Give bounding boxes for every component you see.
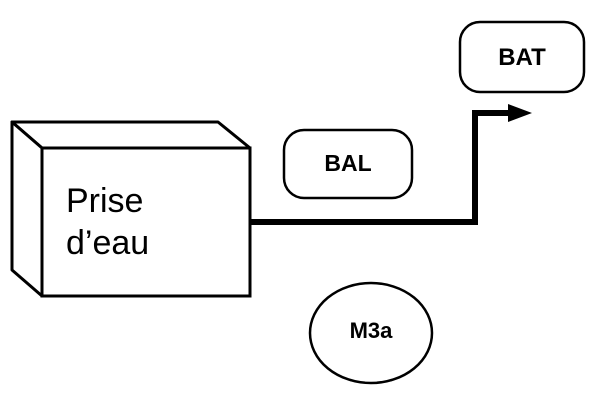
bal-label: BAL	[324, 150, 372, 176]
bal-box	[282, 128, 414, 200]
flow-arrowhead	[508, 104, 532, 122]
prise-deau-label-line2: d’eau	[66, 224, 150, 262]
flow-connector	[250, 110, 512, 225]
m3a-ellipse	[308, 281, 434, 385]
prise-deau-box	[10, 120, 252, 298]
box-top-face	[10, 120, 252, 150]
bat-label: BAT	[498, 44, 546, 71]
box-side-face	[10, 120, 44, 298]
bat-box	[458, 20, 586, 94]
prise-deau-label-line1: Prise	[66, 182, 144, 220]
m3a-label: M3a	[349, 318, 393, 343]
box-front-face	[40, 146, 252, 298]
